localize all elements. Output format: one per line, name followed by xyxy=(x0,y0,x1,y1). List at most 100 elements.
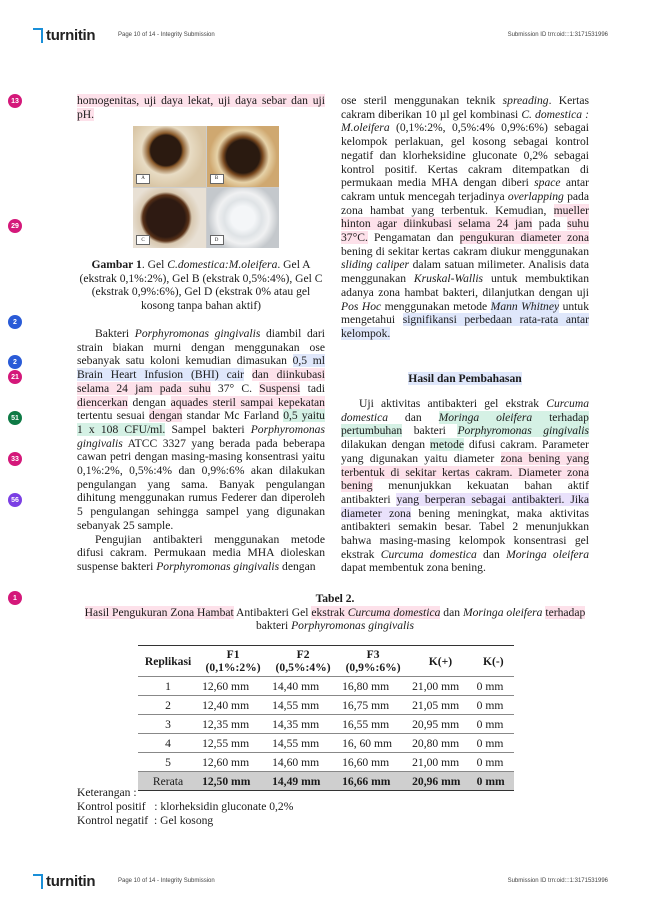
right-paragraph-2: Uji aktivitas antibakteri gel ekstrak Cu… xyxy=(341,397,589,575)
table-cell: 3 xyxy=(138,714,199,734)
turnitin-logo: turnitin xyxy=(33,873,96,890)
text-segment: Curcuma domestica xyxy=(341,397,589,424)
text-segment: dengan xyxy=(279,559,316,573)
text-segment: Pengujian antibakteri menggunakan metode… xyxy=(77,532,325,573)
highlighted-match-text: Suspensi xyxy=(259,381,301,395)
table-cell: 5 xyxy=(138,752,199,772)
match-badge[interactable]: 1 xyxy=(8,591,22,605)
text-segment: antar cakram untuk mencegah terjadinya xyxy=(341,176,589,203)
table-cell: 14,40 mm xyxy=(268,676,339,696)
table-cell: 4 xyxy=(138,733,199,753)
table-cell: 16,66 mm xyxy=(338,771,409,791)
table-cell: 12,50 mm xyxy=(198,771,269,791)
text-segment: untuk mengetahui xyxy=(341,299,589,327)
table-cell: 12,60 mm xyxy=(198,676,269,696)
table-cell: 16,75 mm xyxy=(338,695,409,715)
text-segment xyxy=(244,368,252,381)
text-segment: C. domestica : M.oleifera xyxy=(341,107,589,135)
table-cell: 14,55 mm xyxy=(268,733,339,753)
table-cell: 14,35 mm xyxy=(268,714,339,734)
text-segment: overlapping xyxy=(507,189,564,203)
match-badge[interactable]: 2 xyxy=(8,315,22,329)
column-header: F3(0,9%:6%) xyxy=(345,648,401,674)
highlighted-match-text: Porphyromonas gingivalis xyxy=(457,424,589,438)
section-heading: Hasil dan Pembahasan xyxy=(408,372,522,385)
turnitin-logo-icon xyxy=(33,874,43,889)
highlighted-match-text: metode xyxy=(429,438,465,452)
text-segment: dan xyxy=(476,547,507,561)
table-cell: 0 mm xyxy=(472,733,514,753)
text-segment: difusi cakram. Parameter yang digunakan … xyxy=(341,438,589,465)
text-segment: Kruskal-Wallis xyxy=(413,272,484,286)
table-cell: 16,55 mm xyxy=(338,714,409,734)
text-segment: 37° C. xyxy=(210,381,260,395)
column-header: F1(0,1%:2%) xyxy=(205,648,261,674)
table-cell: 12,60 mm xyxy=(198,752,269,772)
text-segment: menunjukkan kekuatan bahan aktif antibak… xyxy=(341,479,589,506)
text-segment: diambil dari strain biakan murni dengan … xyxy=(77,327,326,368)
match-badge[interactable]: 51 xyxy=(8,411,22,425)
right-paragraph-1: ose steril menggunakan teknik spreading.… xyxy=(341,94,590,341)
highlighted-match-text: ekstrak xyxy=(311,605,348,619)
table-cell: 21,00 mm xyxy=(408,676,473,696)
text-segment: tadi xyxy=(300,381,325,395)
turnitin-logo-icon xyxy=(33,28,43,43)
table-cell: 21,00 mm xyxy=(408,752,473,772)
text-segment: dapat membentuk zona bening. xyxy=(341,561,486,575)
text-segment: ose steril menggunakan teknik xyxy=(341,94,503,107)
table-cell: 20,96 mm xyxy=(408,771,473,791)
match-badge[interactable]: 21 xyxy=(8,370,22,384)
text-segment: bakteri xyxy=(255,619,292,633)
figure-gel-photos: A B C D xyxy=(133,126,279,248)
text-segment: standar Mc Farland xyxy=(182,409,284,423)
page-footer: turnitin Page 10 of 14 - Integrity Submi… xyxy=(0,868,650,898)
table-cell: 16,60 mm xyxy=(338,752,409,772)
text-segment: bening meningkat, maka aktivitas antibak… xyxy=(341,506,589,561)
text-segment: Porphyromonas gingivalis xyxy=(77,422,325,450)
left-paragraph-1: homogenitas, uji daya lekat, uji daya se… xyxy=(77,94,325,121)
highlighted-match-text: terhadap xyxy=(545,605,586,619)
text-segment: Porphyromonas gingivalis xyxy=(291,619,414,633)
text-segment: Bakteri xyxy=(95,327,135,340)
left-paragraph-2: Bakteri Porphyromonas gingivalis diambil… xyxy=(77,327,325,574)
text-segment: dan xyxy=(440,605,463,619)
match-badge[interactable]: 2 xyxy=(8,355,22,369)
highlighted-match-text: Curcuma domestica xyxy=(347,605,441,619)
submission-id: Submission ID trn:oid:::1:3171531996 xyxy=(507,878,608,884)
table-cell: 20,95 mm xyxy=(408,714,473,734)
table-cell: 0 mm xyxy=(472,771,514,791)
match-badge[interactable]: 13 xyxy=(8,94,22,108)
text-segment: . Kertas cakram diberikan 10 µl gel komb… xyxy=(341,94,589,121)
text-segment: pada xyxy=(532,217,568,231)
table-caption: Tabel 2.Hasil Pengukuran Zona Hambat Ant… xyxy=(84,592,586,633)
text-segment: Uji aktivitas antibakteri gel ekstrak xyxy=(359,397,547,410)
table-cell: 12,40 mm xyxy=(198,695,269,715)
text-segment: Pengamatan dan xyxy=(367,231,460,245)
page-header: turnitin Page 10 of 14 - Integrity Submi… xyxy=(0,22,650,52)
table-cell: 16, 60 mm xyxy=(338,733,409,753)
highlighted-match-text: diencerkan xyxy=(77,395,128,409)
column-header: K(+) xyxy=(428,654,453,668)
table-cell: 16,80 mm xyxy=(338,676,409,696)
table-cell: 0 mm xyxy=(472,752,514,772)
column-header: K(-) xyxy=(483,654,504,668)
text-segment: space xyxy=(534,176,561,190)
highlighted-match-text: Mann Whitney xyxy=(490,299,560,313)
match-badge[interactable]: 29 xyxy=(8,219,22,233)
match-badge[interactable]: 33 xyxy=(8,452,22,466)
table-cell: 20,80 mm xyxy=(408,733,473,753)
turnitin-logo: turnitin xyxy=(33,27,96,44)
photo-gel-c: C xyxy=(133,187,206,248)
text-segment: spreading xyxy=(502,94,549,107)
text-segment: dengan xyxy=(127,395,171,409)
text-segment: (0,1%:2%, 0,5%:4% 0,9%:6%) sebagai kelom… xyxy=(341,121,589,190)
table-cell: 1 xyxy=(138,676,199,696)
text-segment: dilakukan dengan xyxy=(341,438,430,452)
photo-gel-d: D xyxy=(206,187,279,248)
match-badge[interactable]: 56 xyxy=(8,493,22,507)
